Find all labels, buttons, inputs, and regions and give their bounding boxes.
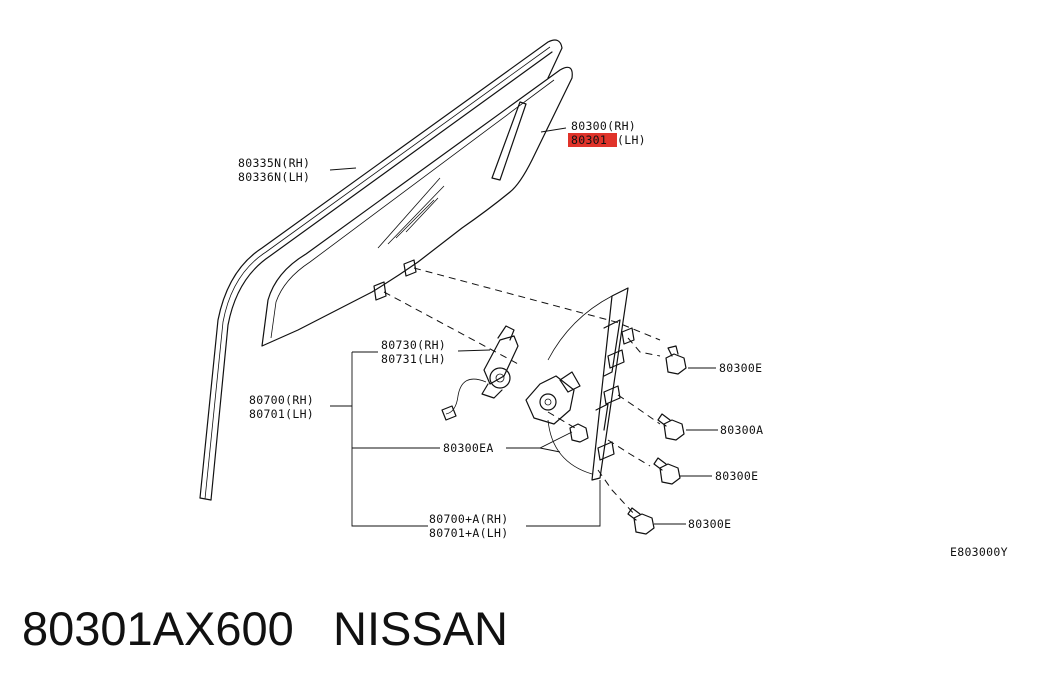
glass-run-channel bbox=[199, 39, 563, 501]
label-80731-lh: 80731(LH) bbox=[381, 352, 446, 366]
parts-diagram: 80300(RH) 80301 (LH) 80335N(RH) 80336N(L… bbox=[199, 39, 1008, 559]
part-number: 80301AX600 bbox=[22, 602, 294, 655]
label-80300e-3: 80300E bbox=[688, 517, 731, 531]
label-80701a-lh: 80701+A(LH) bbox=[429, 526, 508, 540]
highlight-box bbox=[568, 133, 617, 147]
bolt-80300E-3 bbox=[627, 507, 655, 535]
label-80300-rh: 80300(RH) bbox=[571, 119, 636, 133]
label-80336n-lh: 80336N(LH) bbox=[238, 170, 310, 184]
label-80335n-rh: 80335N(RH) bbox=[238, 156, 310, 170]
bolt-80300E-1 bbox=[665, 345, 687, 375]
bolt-80300EA bbox=[569, 423, 589, 443]
door-window-glass bbox=[261, 66, 573, 347]
label-80701-lh: 80701(LH) bbox=[249, 407, 314, 421]
label-80700a-rh: 80700+A(RH) bbox=[429, 512, 508, 526]
label-80700-rh: 80700(RH) bbox=[249, 393, 314, 407]
part-caption: 80301AX600 NISSAN bbox=[22, 596, 1022, 666]
leader-lines bbox=[329, 127, 718, 527]
bolt-80300A bbox=[657, 413, 685, 441]
label-80300e-2: 80300E bbox=[715, 469, 758, 483]
diagram-code: E803000Y bbox=[950, 545, 1008, 559]
brand-name: NISSAN bbox=[333, 602, 508, 655]
label-80300ea: 80300EA bbox=[443, 441, 494, 455]
label-80300e-1: 80300E bbox=[719, 361, 762, 375]
window-regulator bbox=[525, 287, 635, 481]
window-motor bbox=[441, 325, 519, 421]
label-80301-highlight: 80301 bbox=[571, 133, 607, 147]
label-80301-lh-suffix: (LH) bbox=[617, 133, 646, 147]
bolt-80300E-2 bbox=[653, 457, 681, 485]
label-80730-rh: 80730(RH) bbox=[381, 338, 446, 352]
label-80300a: 80300A bbox=[720, 423, 763, 437]
